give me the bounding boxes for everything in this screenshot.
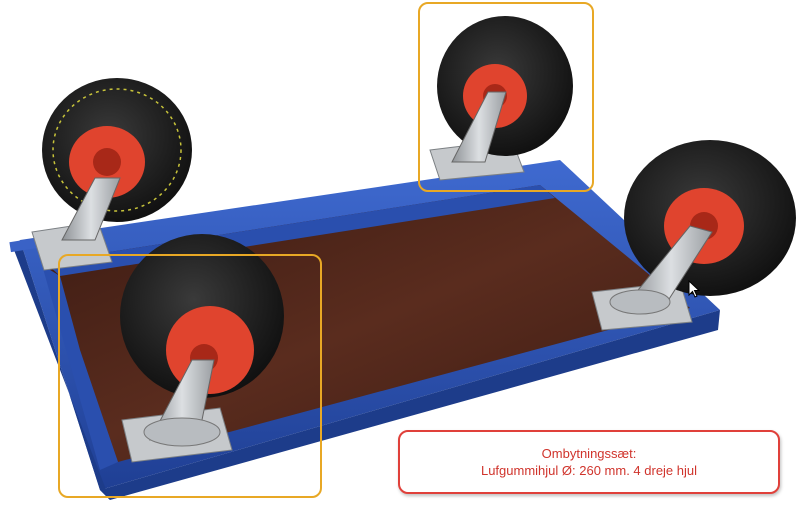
mouse-pointer-icon [688,280,700,298]
highlight-box-top-wheel [418,2,594,192]
caption-title: Ombytningssæt: [541,446,637,461]
caster-wheel-top-middle [437,16,573,163]
caster-wheel-right [609,140,796,315]
highlight-box-front-wheel [58,254,322,498]
caster-wheel-top-left [42,78,192,241]
caster-wheel-front-left [120,234,284,447]
caption-detail: Lufgummihjul Ø: 260 mm. 4 dreje hjul [480,463,698,478]
caption-box: Ombytningssæt: Lufgummihjul Ø: 260 mm. 4… [398,430,780,494]
